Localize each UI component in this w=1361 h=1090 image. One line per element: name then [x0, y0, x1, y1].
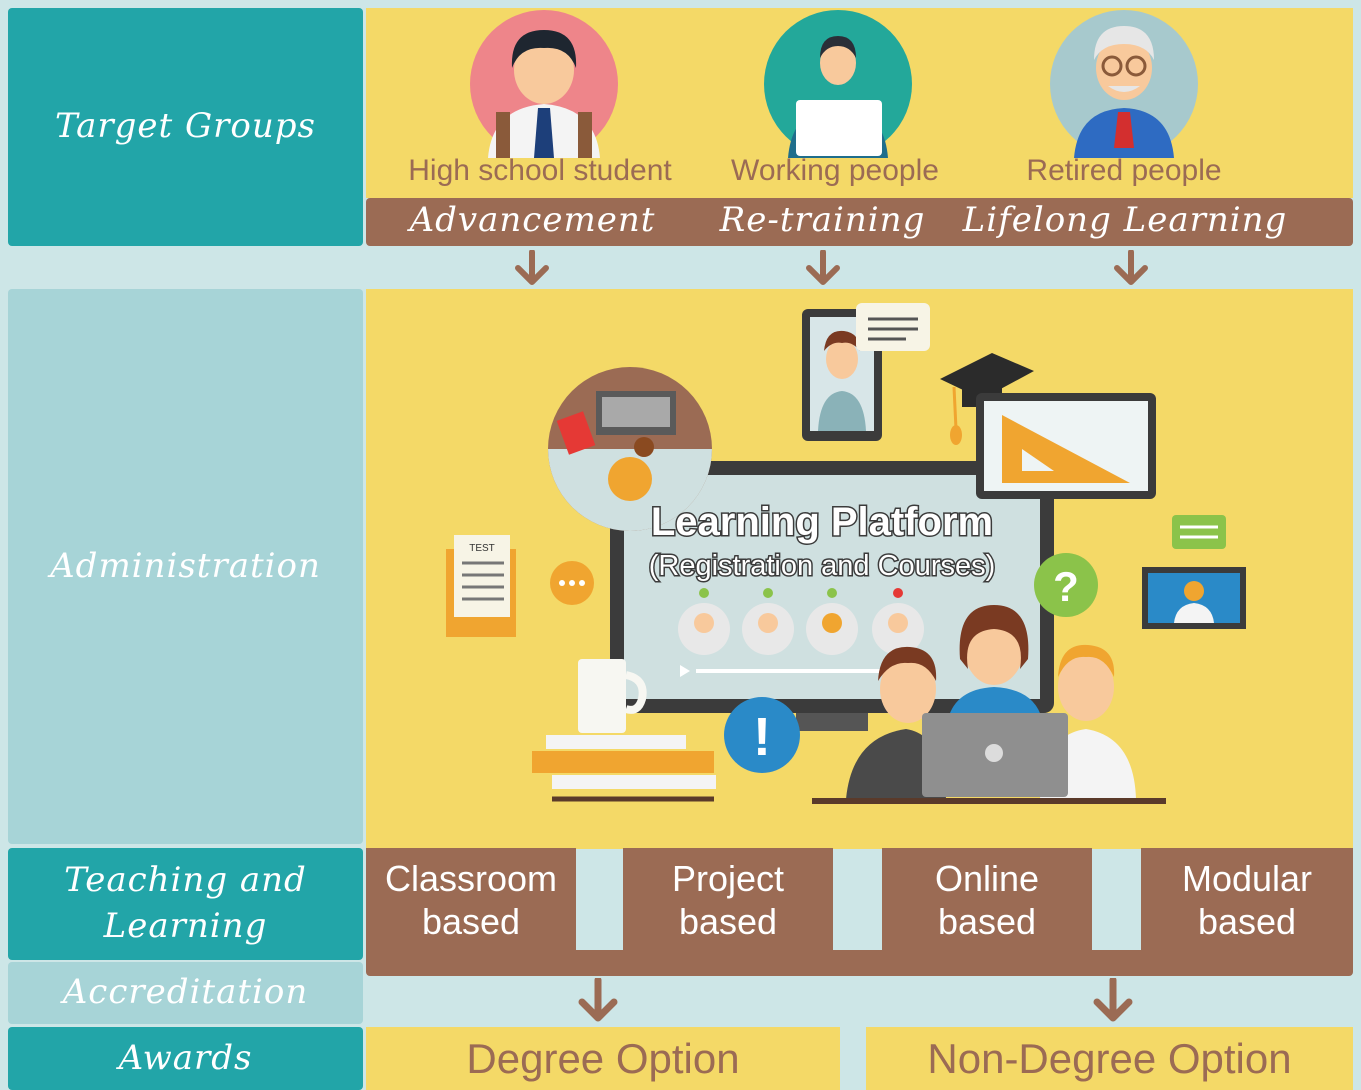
awards-text: Awards	[118, 1037, 253, 1078]
book-stack-icon	[546, 735, 686, 749]
platform-title: Learning Platform	[651, 500, 993, 544]
worker-avatar-icon	[764, 10, 912, 158]
student-avatar-icon	[470, 10, 618, 158]
path-advancement: Advancement	[409, 200, 656, 240]
row-label-teaching-learning: Teaching and Learning	[8, 848, 363, 960]
group-label-working: Working people	[731, 154, 939, 187]
administration-text: Administration	[50, 545, 321, 586]
teaching-line1: Teaching and	[64, 860, 307, 901]
accreditation-text: Accreditation	[62, 972, 309, 1013]
exclamation-mark: !	[753, 707, 771, 767]
mode-modular-based: Modular based	[1141, 848, 1353, 952]
non-degree-option: Non-Degree Option	[866, 1027, 1353, 1090]
question-bubble-icon	[1034, 553, 1098, 617]
learning-path-bar	[366, 198, 1353, 246]
green-chat-icon	[1172, 515, 1226, 549]
platform-subtitle: (Registration and Courses)	[649, 550, 996, 582]
group-label-retired: Retired people	[1026, 154, 1222, 187]
arrow-down-icon	[578, 978, 618, 1022]
cup-icon	[578, 659, 626, 733]
target-groups-text: Target Groups	[55, 106, 316, 147]
mode-classroom-based: Classroom based	[366, 848, 576, 952]
participant-avatars	[678, 588, 924, 655]
mode-line2: based	[421, 901, 521, 942]
arrow-down-icon	[806, 250, 840, 285]
mode-line1: Online	[934, 857, 1040, 899]
play-icon	[680, 665, 690, 677]
mode-line1: Project	[671, 857, 785, 899]
mode-line1: Classroom	[384, 857, 558, 899]
group-label-student: High school student	[408, 154, 672, 187]
arrow-down-icon	[515, 250, 549, 285]
retired-avatar-icon	[1050, 10, 1198, 158]
non-degree-option-text: Non-Degree Option	[927, 1034, 1292, 1082]
mode-project-based: Project based	[623, 848, 833, 952]
row-label-awards: Awards	[8, 1027, 363, 1090]
mode-line1: Modular	[1181, 857, 1313, 899]
row-label-accreditation: Accreditation	[8, 962, 363, 1024]
row-label-administration: Administration	[8, 289, 363, 844]
students-with-laptop-icon	[812, 605, 1166, 804]
arrow-down-icon	[1093, 978, 1133, 1022]
question-mark: ?	[1053, 563, 1079, 610]
test-label: TEST	[469, 543, 495, 554]
row-label-target-groups: Target Groups	[8, 8, 363, 246]
exclamation-bubble-icon	[724, 697, 800, 773]
degree-option: Degree Option	[366, 1027, 840, 1090]
mode-line2: based	[937, 901, 1037, 942]
mode-line2: based	[678, 901, 778, 942]
path-lifelong: Lifelong Learning	[962, 200, 1288, 240]
degree-option-text: Degree Option	[466, 1034, 740, 1082]
chat-bubble-icon	[856, 303, 930, 351]
mode-online-based: Online based	[882, 848, 1092, 952]
arrow-down-icon	[1114, 250, 1148, 285]
path-retraining: Re-training	[719, 200, 926, 240]
learning-platform-illustration: Learning Platform (Registration and Cour…	[446, 303, 1246, 804]
mode-line2: based	[1197, 901, 1297, 942]
teaching-modes-bar	[366, 950, 1353, 976]
teaching-line2: Learning	[103, 906, 268, 946]
